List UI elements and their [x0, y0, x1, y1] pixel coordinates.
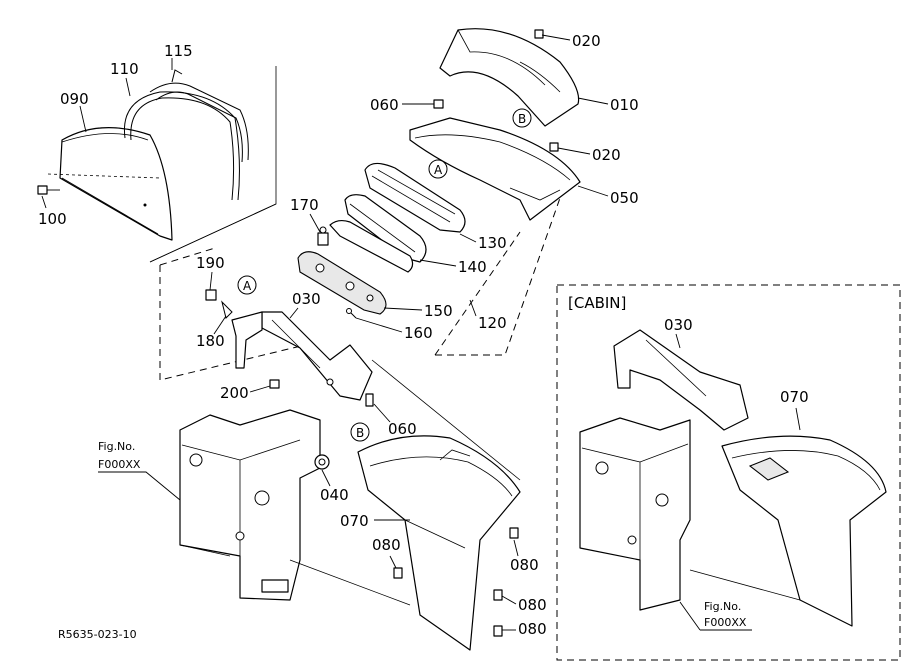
label-070: 070 [340, 512, 369, 530]
label-080-c: 080 [518, 596, 547, 614]
part-140-lens [344, 194, 427, 263]
part-130-housing [364, 162, 466, 233]
part-150-panel [297, 251, 387, 315]
fig-ref-left: Fig.No. F000XX [98, 440, 181, 501]
svg-text:A: A [434, 163, 443, 177]
doc-code: R5635-023-10 [58, 628, 137, 641]
svg-text:Fig.No.: Fig.No. [704, 600, 741, 613]
part-120-meter [329, 219, 414, 273]
svg-text:F000XX: F000XX [98, 458, 141, 471]
part-115-frame [149, 69, 249, 163]
label-110: 110 [110, 60, 139, 78]
cabin-label-030: 030 [664, 316, 693, 334]
part-labels: 115 110 090 100 020 010 020 050 060 130 … [38, 32, 639, 638]
part-020-screws [534, 29, 559, 152]
part-040-grommet [314, 454, 330, 470]
callout-b-low: B [350, 422, 370, 442]
label-080-b: 080 [372, 536, 401, 554]
label-020-mid: 020 [592, 146, 621, 164]
part-180-190-small [205, 289, 233, 319]
part-010-top-cover [439, 28, 580, 127]
part-170-bulb [317, 226, 329, 246]
part-030-bracket [231, 311, 373, 401]
part-060-bolt-lower [365, 393, 374, 407]
main-frame [179, 409, 321, 601]
label-030: 030 [292, 290, 321, 308]
part-110-gasket [123, 91, 240, 201]
callout-a-top: A [428, 159, 448, 179]
label-140: 140 [458, 258, 487, 276]
label-150: 150 [424, 302, 453, 320]
label-115: 115 [164, 42, 193, 60]
svg-text:F000XX: F000XX [704, 616, 747, 629]
svg-text:A: A [243, 279, 252, 293]
label-200: 200 [220, 384, 249, 402]
part-050-lower-cover [409, 117, 581, 221]
label-080-d: 080 [518, 620, 547, 638]
part-060-screw-top [433, 99, 444, 109]
svg-text:B: B [356, 426, 364, 440]
label-080-a: 080 [510, 556, 539, 574]
cabin-inset: [CABIN] 030 070 Fig.No. F000XX [556, 284, 901, 661]
svg-text:Fig.No.: Fig.No. [98, 440, 135, 453]
part-080-bolts [393, 527, 519, 637]
part-070-dash-cover [357, 435, 521, 651]
cabin-label-070: 070 [780, 388, 809, 406]
label-100: 100 [38, 210, 67, 228]
label-010: 010 [610, 96, 639, 114]
label-060-top: 060 [370, 96, 399, 114]
label-170: 170 [290, 196, 319, 214]
callout-b-top: B [512, 108, 532, 128]
part-090-cover [59, 127, 173, 241]
label-180: 180 [196, 332, 225, 350]
parallelogram-frame-090 [149, 66, 277, 263]
part-160-screw [346, 308, 357, 319]
label-060-low: 060 [388, 420, 417, 438]
label-190: 190 [196, 254, 225, 272]
label-160: 160 [404, 324, 433, 342]
label-090: 090 [60, 90, 89, 108]
label-050: 050 [610, 189, 639, 207]
callout-a-low: A [237, 275, 257, 295]
label-130: 130 [478, 234, 507, 252]
cabin-title: [CABIN] [568, 294, 626, 312]
part-100-bolt [37, 185, 60, 195]
label-040: 040 [320, 486, 349, 504]
svg-text:B: B [518, 112, 526, 126]
dashed-outline-120 [159, 197, 561, 381]
label-120: 120 [478, 314, 507, 332]
label-020-top: 020 [572, 32, 601, 50]
part-200-bolt [269, 379, 280, 389]
